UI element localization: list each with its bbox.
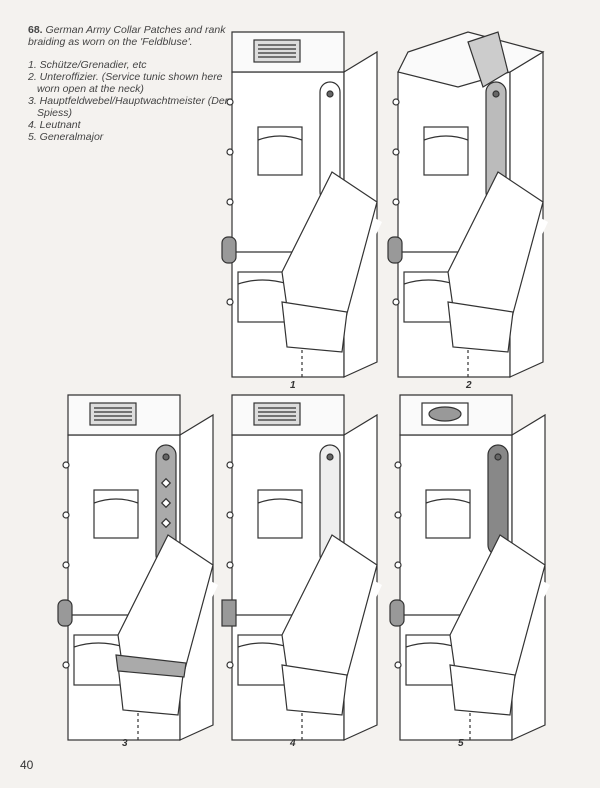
tunic-button xyxy=(394,561,402,569)
tunic-button xyxy=(62,461,70,469)
rank-pip xyxy=(160,517,172,529)
page-number: 40 xyxy=(20,758,34,772)
figure-label-4: 4 xyxy=(290,738,296,749)
figure-label-5: 5 xyxy=(458,738,464,749)
tunic-button xyxy=(226,298,234,306)
caption-item: 5. Generalmajor xyxy=(28,131,104,143)
tunic-button xyxy=(394,661,402,669)
tunic-button xyxy=(226,98,234,106)
strap-button xyxy=(492,90,500,98)
collar-patch xyxy=(89,402,137,426)
sleeve-cuff xyxy=(281,664,348,716)
tunic-figure xyxy=(221,394,382,741)
caption-item: 1. Schütze/Grenadier, etc xyxy=(28,59,147,71)
chest-pocket xyxy=(93,489,139,539)
caption-item: 2. Unteroffizier. (Service tunic shown h… xyxy=(28,71,223,95)
open-collar xyxy=(397,31,545,88)
tunic-figure xyxy=(221,31,382,378)
tunic-button xyxy=(62,561,70,569)
collar-patch xyxy=(253,39,301,63)
sleeve-cuff xyxy=(449,664,516,716)
tunic-button xyxy=(226,148,234,156)
tunic-button xyxy=(392,298,400,306)
caption-item: 4. Leutnant xyxy=(28,119,81,131)
figure-label-1: 1 xyxy=(290,380,296,391)
chest-pocket xyxy=(257,489,303,539)
tunic-button xyxy=(226,511,234,519)
rank-pip xyxy=(160,497,172,509)
tunic-button xyxy=(392,198,400,206)
pocket-flap xyxy=(257,135,303,141)
belt-buckle xyxy=(221,236,237,264)
chest-pocket xyxy=(425,489,471,539)
tunic-button xyxy=(392,148,400,156)
tunic-button xyxy=(392,98,400,106)
tunic-button xyxy=(226,198,234,206)
general-embroidery xyxy=(428,406,462,422)
sleeve-cuff xyxy=(281,301,348,353)
sleeve-cuff xyxy=(447,301,514,353)
tunic-figure xyxy=(387,31,548,378)
caption-number: 68. xyxy=(28,24,43,36)
figure-label-3: 3 xyxy=(122,738,128,749)
tunic-figure xyxy=(57,394,218,741)
belt-buckle xyxy=(387,236,403,264)
tunic-button xyxy=(62,661,70,669)
strap-button xyxy=(162,453,170,461)
tunic-button xyxy=(226,561,234,569)
strap-button xyxy=(326,453,334,461)
collar-braid xyxy=(467,31,509,88)
belt-buckle xyxy=(221,599,237,627)
cuff-braid xyxy=(115,654,187,678)
pocket-flap xyxy=(257,498,303,504)
caption-list: 1. Schütze/Grenadier, etc 2. Unteroffizi… xyxy=(28,59,238,143)
tunic-button xyxy=(394,511,402,519)
belt-buckle xyxy=(389,599,405,627)
pocket-flap xyxy=(423,135,469,141)
caption-item: 3. Hauptfeldwebel/Hauptwachtmeister (Der… xyxy=(28,95,229,119)
tunic-button xyxy=(226,661,234,669)
tunic-button xyxy=(62,511,70,519)
figure-caption: 68. German Army Collar Patches and rank … xyxy=(28,24,238,143)
tunic-figure xyxy=(389,394,550,741)
strap-button xyxy=(326,90,334,98)
rank-pip xyxy=(160,477,172,489)
tunic-button xyxy=(394,461,402,469)
figure-label-2: 2 xyxy=(466,380,472,391)
pocket-flap xyxy=(425,498,471,504)
belt-buckle xyxy=(57,599,73,627)
caption-title: German Army Collar Patches and rank brai… xyxy=(28,24,226,48)
pocket-flap xyxy=(93,498,139,504)
collar-patch xyxy=(253,402,301,426)
strap-button xyxy=(494,453,502,461)
chest-pocket xyxy=(257,126,303,176)
chest-pocket xyxy=(423,126,469,176)
tunic-button xyxy=(226,461,234,469)
